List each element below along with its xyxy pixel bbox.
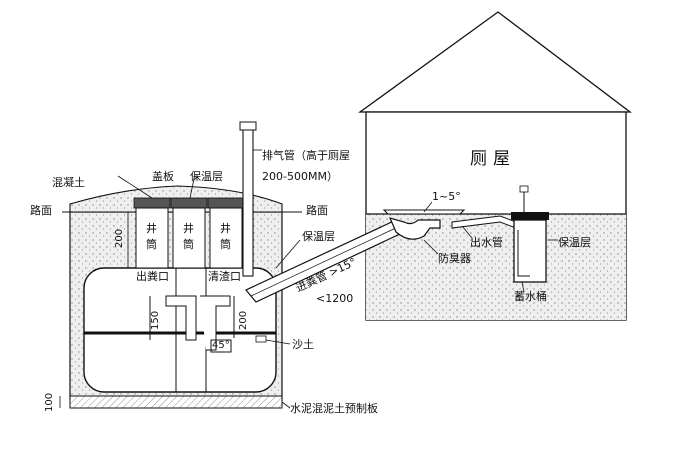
odor-trap-label: 防臭器 <box>438 251 471 265</box>
vent-pipe <box>239 121 257 277</box>
dim-100: 100 <box>44 393 55 412</box>
vent-pipe-label: 排气管（高于厕屋 <box>262 148 350 162</box>
outlet-label: 出粪口 <box>136 269 169 283</box>
well-char-3b: 筒 <box>220 237 231 251</box>
house-title: 厕屋 <box>470 149 516 169</box>
well-shafts <box>133 197 245 269</box>
insulation-house-label: 保温层 <box>558 235 591 249</box>
well-char-1a: 井 <box>146 221 157 235</box>
water-bucket-body <box>513 219 547 283</box>
toilet-house: 厕屋 <box>357 11 632 321</box>
road-right-label: 路面 <box>306 204 328 217</box>
angle-45: 45° <box>212 340 230 351</box>
well-char-1b: 筒 <box>146 237 157 251</box>
well-char-3a: 井 <box>220 221 231 235</box>
vent-height-label: 200-500MM） <box>262 170 338 183</box>
outlet-system <box>451 185 549 283</box>
concrete-label: 混凝土 <box>52 175 85 189</box>
dimension-lines <box>59 149 558 409</box>
inlet-length-label: <1200 <box>316 292 353 305</box>
dim-200-side: 200 <box>114 229 125 248</box>
well-char-2a: 井 <box>183 221 194 235</box>
road-left-label: 路面 <box>30 204 52 217</box>
dim-200-inner: 200 <box>238 311 249 330</box>
house-roof <box>357 11 632 113</box>
odor-trap-device <box>388 217 441 240</box>
insulation-inlet-label: 保温层 <box>302 229 335 243</box>
outlet-pipe-label: 出水管 <box>470 235 503 249</box>
well-char-2b: 筒 <box>183 237 194 251</box>
dim-150: 150 <box>150 311 161 330</box>
tank-partitions <box>149 268 235 392</box>
cleanout-label: 清渣口 <box>208 269 241 283</box>
base-plate-label: 水泥混泥土预制板 <box>290 401 378 415</box>
cover-plate-label: 盖板 <box>152 169 174 183</box>
base-plate <box>69 395 283 409</box>
insulation-top-label: 保温层 <box>190 169 223 183</box>
sand-label: 沙土 <box>292 338 314 351</box>
slope-angle-label: 1~5° <box>432 190 461 203</box>
water-bucket-label: 蓄水桶 <box>514 289 547 303</box>
bucket-lid <box>511 212 549 220</box>
tank-pit <box>62 121 302 409</box>
